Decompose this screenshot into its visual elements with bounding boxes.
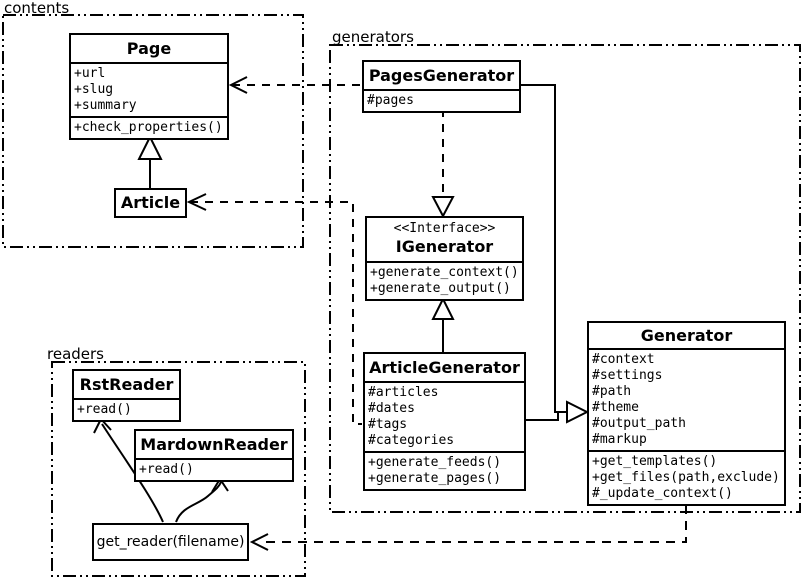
method: +read() [139,462,194,477]
attribute: #settings [592,368,663,383]
package-label-contents: contents [4,0,70,17]
package-generators-border [329,44,801,513]
method: +generate_output() [370,281,511,296]
attribute: #pages [367,93,414,108]
class-pagesgenerator: PagesGenerator #pages [362,60,521,113]
class-markdownreader-title: MardownReader [140,435,288,454]
class-pagesgenerator-attributes: #pages [364,89,519,111]
class-articlegenerator: ArticleGenerator #articles #dates #tags … [363,352,526,491]
class-rstreader-methods: +read() [74,398,179,420]
class-generator: Generator #context #settings #path #them… [587,321,786,506]
attribute: #path [592,384,632,399]
attribute: #output_path [592,416,686,431]
class-article: Article [114,188,187,218]
method: +get_files(path,exclude) [592,470,780,485]
function-get-reader: get_reader(filename) [92,523,249,561]
edge-generator-to-getreader [266,503,687,543]
class-page-attributes: +url +slug +summary [71,62,227,116]
class-markdownreader-methods: +read() [136,458,292,480]
class-igenerator-title: IGenerator [395,237,494,256]
method: +read() [77,402,132,417]
method: +check_properties() [74,120,223,135]
hollow-triangle-at-igenerator-bottom-icon [431,296,455,320]
class-igenerator-header: <<Interface>> IGenerator [367,218,522,261]
class-igenerator-methods: +generate_context() +generate_output() [367,261,522,299]
edge-articlegenerator-to-article [190,201,362,425]
class-page-methods: +check_properties() [71,116,227,138]
class-rstreader-title: RstReader [79,375,174,394]
hollow-triangle-at-igenerator-top-icon [431,196,455,219]
class-articlegenerator-attributes: #articles #dates #tags #categories [365,381,524,451]
package-label-generators: generators [332,28,414,46]
class-page: Page +url +slug +summary +check_properti… [69,33,229,140]
method: +get_templates() [592,454,718,469]
open-arrowhead-at-page-icon [228,76,248,94]
package-label-readers: readers [47,345,104,363]
attribute: #theme [592,400,639,415]
attribute: #dates [368,401,415,416]
hollow-triangle-at-generator-icon [566,400,590,424]
function-get-reader-label: get_reader(filename) [96,534,245,550]
class-generator-title: Generator [640,326,733,345]
method: +generate_context() [370,265,519,280]
attribute: +url [74,66,106,81]
hollow-triangle-at-page-icon [137,134,163,160]
class-igenerator-stereotype: <<Interface>> [393,221,496,236]
class-markdownreader: MardownReader +read() [134,429,294,482]
attribute: #tags [368,417,408,432]
class-articlegenerator-title: ArticleGenerator [369,358,520,377]
attribute: +summary [74,98,137,113]
attribute: +slug [74,82,114,97]
class-article-title: Article [120,193,181,212]
class-rstreader: RstReader +read() [72,369,181,422]
attribute: #markup [592,432,647,447]
attribute: #context [592,352,655,367]
attribute: #categories [368,433,455,448]
class-generator-attributes: #context #settings #path #theme #output_… [589,348,784,450]
class-igenerator: <<Interface>> IGenerator +generate_conte… [365,216,524,301]
method: +generate_feeds() [368,455,502,470]
edge-pagesgenerator-to-generator [521,84,567,413]
edge-getreader-to-markdownreader [175,481,222,523]
class-page-title: Page [126,39,172,58]
package-contents-border [2,14,304,248]
method: #_update_context() [592,486,733,501]
edge-articlegenerator-to-generator [526,412,559,421]
class-generator-methods: +get_templates() +get_files(path,exclude… [589,450,784,504]
open-arrowhead-at-article-icon [186,193,207,211]
open-arrowhead-at-getreader-icon [249,533,269,551]
package-readers-border [51,361,306,577]
class-articlegenerator-methods: +generate_feeds() +generate_pages() [365,451,524,489]
attribute: #articles [368,385,439,400]
class-pagesgenerator-title: PagesGenerator [368,66,515,85]
method: +generate_pages() [368,471,502,486]
